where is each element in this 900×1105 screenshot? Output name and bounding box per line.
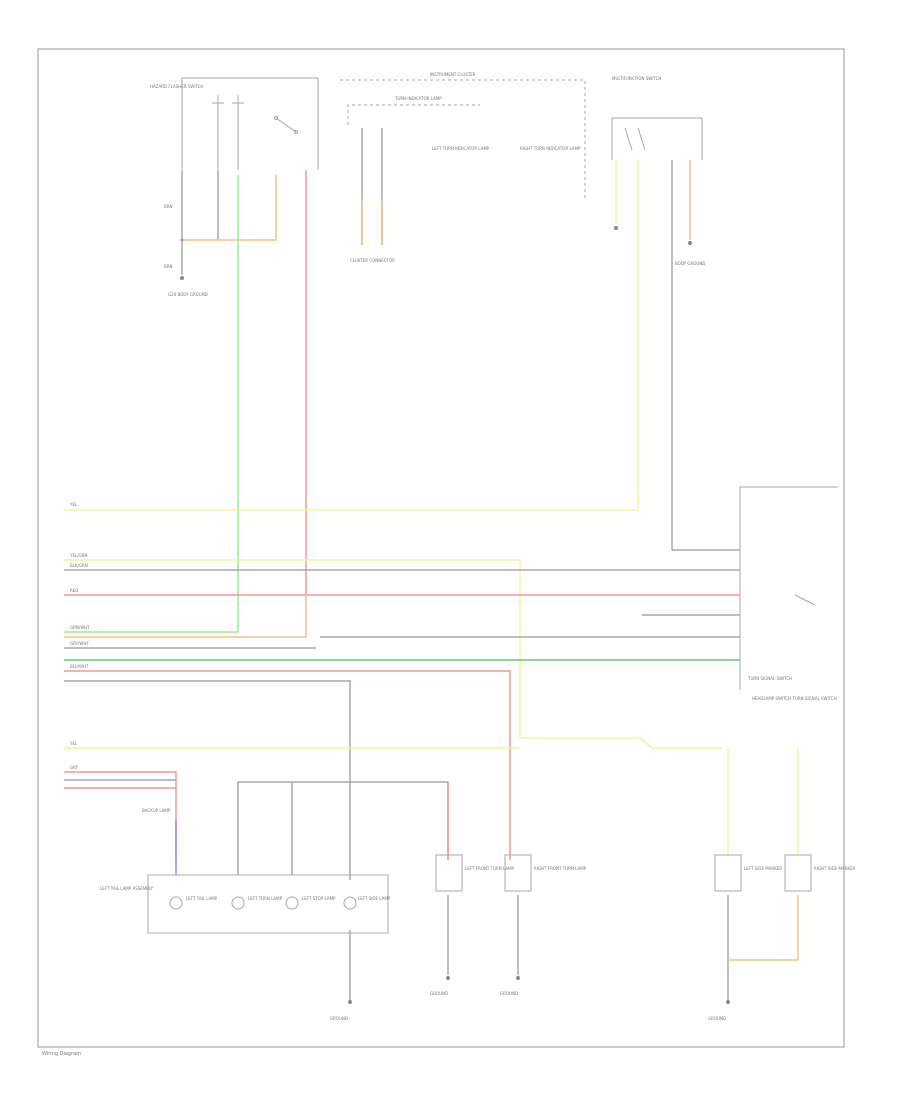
ground-symbols [180,226,730,1004]
wire-label-yel: YEL [69,502,78,507]
ground-left-label: G24 BODY GROUND [168,292,208,297]
headlamp-module [739,486,838,690]
left-turn-label: LEFT TURN LAMP [248,896,283,901]
left-front-turn-lamp [435,854,463,892]
harness-wires [64,559,740,880]
lamp-bulbs [169,896,357,910]
wire-label-red: RED [70,588,78,593]
right-side-marker-label: RIGHT SIDE MARKER [814,866,855,871]
hazard-switch-label: HAZARD FLASHER SWITCH [150,84,204,89]
turn-signal-switch-label: TURN SIGNAL SWITCH [747,676,792,681]
front-left-lamp-label: LEFT FRONT TURN LAMP [465,866,515,871]
hazard-wires [181,170,307,632]
front-right-lamp-label: RIGHT FRONT TURN LAMP [534,866,587,871]
lower-wires [64,747,799,1000]
splice-dot [180,238,184,242]
wire-label-yel-grn: YEL/GRN [69,553,87,558]
backup-lamp-label: BACKUP LAMP [142,808,171,813]
mfs-wires [64,160,740,551]
left-turn-lamp-label: LEFT TURN INDICATOR LAMP [432,146,490,151]
diagram-frame [37,48,845,1048]
ground-label-b: GROUND [430,991,448,996]
hazard-switch [181,77,319,170]
wire-label-brn: BRN [164,204,173,209]
multifunction-switch [611,117,703,160]
instrument-cluster-box [340,79,586,200]
left-tail-lamp-assembly [147,874,389,934]
ground-label-c: GROUND [500,991,518,996]
wire-label-brn-2: BRN [164,264,173,269]
turn-indicator-label: TURN INDICATOR LAMP [394,96,442,101]
multifunction-switch-label: MULTIFUNCTION SWITCH [612,76,661,81]
left-side-label: LEFT SIDE LAMP [358,896,391,901]
left-side-marker-label: LEFT SIDE MARKER [744,866,782,871]
cluster-wires [361,128,383,245]
instrument-cluster-label: INSTRUMENT CLUSTER [430,72,476,77]
left-tail-assembly-label: LEFT TAIL LAMP ASSEMBLY [100,886,154,891]
left-side-marker-lamp [714,854,742,892]
wire-label-gry-wht: GRY/WHT [70,641,89,646]
wire-label-blu-wht: BLU/WHT [70,664,89,669]
ground-label-d: GROUND [708,1016,726,1021]
wire-label-blk-grn: BLK/GRN [70,563,88,568]
cluster-connector-label: CLUSTER CONNECTOR [350,258,395,263]
right-front-turn-lamp [504,854,532,892]
right-turn-lamp-label: RIGHT TURN INDICATOR LAMP [520,146,581,151]
wire-label-gry: GRY [70,765,79,770]
left-stop-label: LEFT STOP LAMP [302,896,336,901]
headlamp-module-label: HEADLAMP SWITCH TURN SIGNAL SWITCH [752,696,837,701]
footer-text: Wiring Diagram [42,1051,81,1057]
ground-center-label: BODY GROUND [675,261,705,266]
right-side-marker-lamp [784,854,812,892]
wire-label-grn-wht: GRN/WHT [70,625,90,630]
wire-label-yel-lower: YEL [69,741,78,746]
ground-label-a: GROUND [330,1016,348,1021]
left-tail-label: LEFT TAIL LAMP [186,896,218,901]
